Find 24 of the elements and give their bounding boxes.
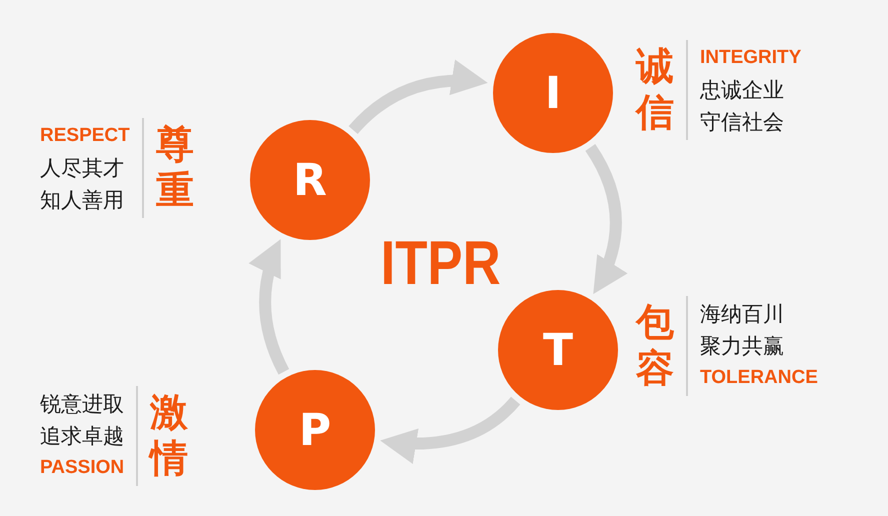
value-name: PASSION [40,456,124,480]
circle-letter: R [293,154,327,206]
motto-text: 守信社会 [700,109,785,136]
motto-text: 锐意进取 [40,391,124,418]
curved-arrow [348,60,488,134]
motto-text: 忠诚企业 [700,77,785,104]
circle-letter: T [542,324,573,376]
circle-letter: I [544,68,562,118]
center-title: ITPR [380,228,501,299]
motto-text: 人尽其才 [40,155,125,182]
value-name: TOLERANCE [700,366,818,390]
curved-arrow [379,396,520,464]
value-name: RESPECT [40,124,130,148]
motto-text: 追求卓越 [40,423,124,450]
value-name: INTEGRITY [700,46,802,70]
motto-text: 知人善用 [40,187,125,214]
motto-text: 海纳百川 [700,301,785,328]
vertical-heading: 尊重 [156,122,194,214]
circle-letter: P [298,404,332,456]
curved-arrow [249,236,290,374]
vertical-heading: 诚信 [636,44,674,136]
vertical-heading: 激情 [150,390,188,482]
vertical-heading: 包容 [636,300,674,392]
motto-text: 聚力共赢 [700,333,785,360]
